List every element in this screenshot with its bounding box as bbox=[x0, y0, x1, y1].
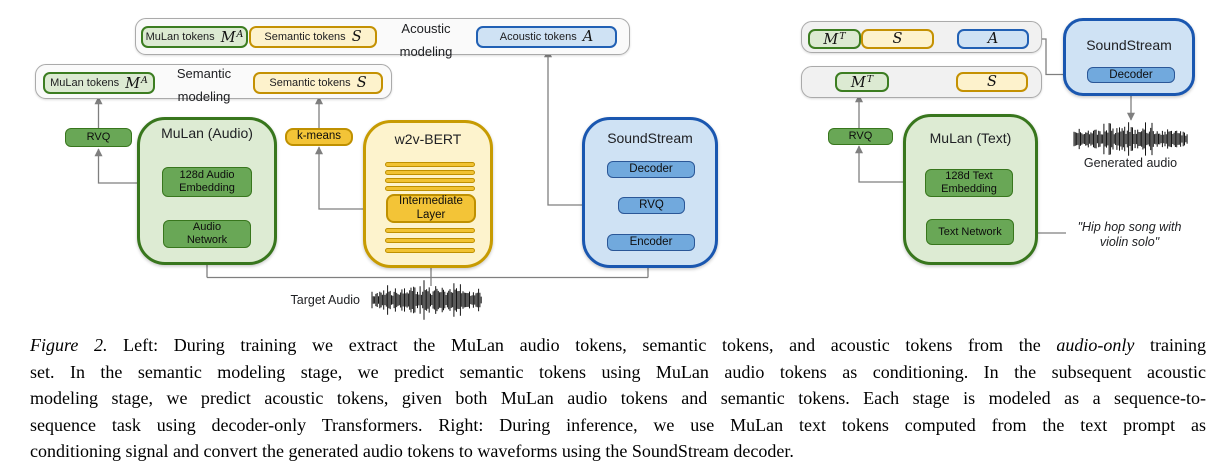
rvq-box-left: RVQ bbox=[65, 128, 132, 147]
token-mulan-audio-row1: MuLan tokens MA bbox=[141, 26, 248, 48]
decoder-box-right: Decoder bbox=[1087, 67, 1175, 83]
acoustic-modeling-label: Acoustic modeling bbox=[399, 21, 453, 59]
semantic-modeling-label: Semantic modeling bbox=[176, 66, 232, 104]
layer-bar bbox=[385, 186, 475, 191]
text-embedding-box: 128d Text Embedding bbox=[925, 169, 1013, 197]
caption-line: Figure 2. Left: During training we extra… bbox=[30, 335, 1206, 355]
layer-bar bbox=[385, 238, 475, 243]
soundstream-title-right: SoundStream bbox=[1086, 37, 1172, 53]
caption-line: set. In the semantic modeling stage, we … bbox=[30, 361, 1206, 382]
w2v-bert-title: w2v-BERT bbox=[394, 131, 462, 147]
token-s-row2: S bbox=[956, 72, 1028, 92]
mulan-text-title: MuLan (Text) bbox=[929, 130, 1012, 146]
token-acoustic-row1: Acoustic tokens A bbox=[476, 26, 617, 48]
token-label: Acoustic tokens bbox=[499, 31, 577, 43]
token-label: Semantic tokens bbox=[269, 77, 351, 89]
token-mt-row2: MT bbox=[835, 72, 889, 92]
token-s-row1: S bbox=[861, 29, 934, 49]
generated-audio-label: Generated audio bbox=[1083, 156, 1178, 170]
math-symbol: MT bbox=[823, 30, 846, 48]
token-a-row1: A bbox=[957, 29, 1029, 49]
math-symbol: S bbox=[987, 74, 997, 90]
figure-caption: Figure 2. Left: During training we extra… bbox=[30, 332, 1206, 465]
layer-bar bbox=[385, 228, 475, 233]
math-symbol: A bbox=[987, 31, 999, 47]
math-symbol: S bbox=[892, 31, 903, 47]
audio-network-box: Audio Network bbox=[163, 220, 251, 248]
math-symbol: MA bbox=[220, 28, 244, 46]
token-label: Semantic tokens bbox=[264, 31, 346, 43]
soundstream-module-right bbox=[1063, 18, 1195, 96]
soundstream-module-left bbox=[582, 117, 718, 268]
caption-line: conditioning signal and convert the gene… bbox=[30, 441, 794, 462]
kmeans-box: k-means bbox=[285, 128, 353, 146]
layer-bar bbox=[385, 162, 475, 167]
token-mt-row1: MT bbox=[808, 29, 861, 49]
math-symbol: A bbox=[582, 29, 594, 45]
target-audio-label: Target Audio bbox=[290, 293, 361, 307]
math-symbol: MT bbox=[850, 73, 874, 91]
text-prompt: "Hip hop song with violin solo" bbox=[1077, 220, 1182, 249]
mulan-audio-title: MuLan (Audio) bbox=[161, 125, 253, 141]
token-label: MuLan tokens bbox=[50, 77, 120, 89]
audio-embedding-box: 128d Audio Embedding bbox=[162, 167, 252, 197]
decoder-box-left: Decoder bbox=[607, 161, 695, 178]
layer-bar bbox=[385, 170, 475, 175]
token-mulan-audio-row2: MuLan tokens MA bbox=[43, 72, 155, 94]
target-audio-waveform bbox=[371, 280, 482, 320]
token-label: MuLan tokens bbox=[145, 31, 215, 43]
layer-bar bbox=[385, 248, 475, 253]
text-network-box: Text Network bbox=[926, 219, 1014, 245]
token-semantic-row1: Semantic tokens S bbox=[249, 26, 377, 48]
encoder-box: Encoder bbox=[607, 234, 695, 251]
caption-line: sequence task using decoder-only Transfo… bbox=[30, 414, 1206, 435]
intermediate-layer-box: Intermediate Layer bbox=[386, 194, 476, 223]
layer-bar bbox=[385, 178, 475, 183]
caption-line: modeling stage, we predict acoustic toke… bbox=[30, 388, 1206, 409]
math-symbol: MA bbox=[125, 74, 148, 92]
generated-audio-waveform bbox=[1073, 122, 1188, 156]
rvq-box-right: RVQ bbox=[828, 128, 893, 145]
math-symbol: S bbox=[356, 75, 367, 91]
soundstream-title-left: SoundStream bbox=[607, 130, 693, 146]
token-semantic-row2: Semantic tokens S bbox=[253, 72, 383, 94]
soundstream-rvq-box: RVQ bbox=[618, 197, 685, 214]
math-symbol: S bbox=[351, 29, 362, 45]
